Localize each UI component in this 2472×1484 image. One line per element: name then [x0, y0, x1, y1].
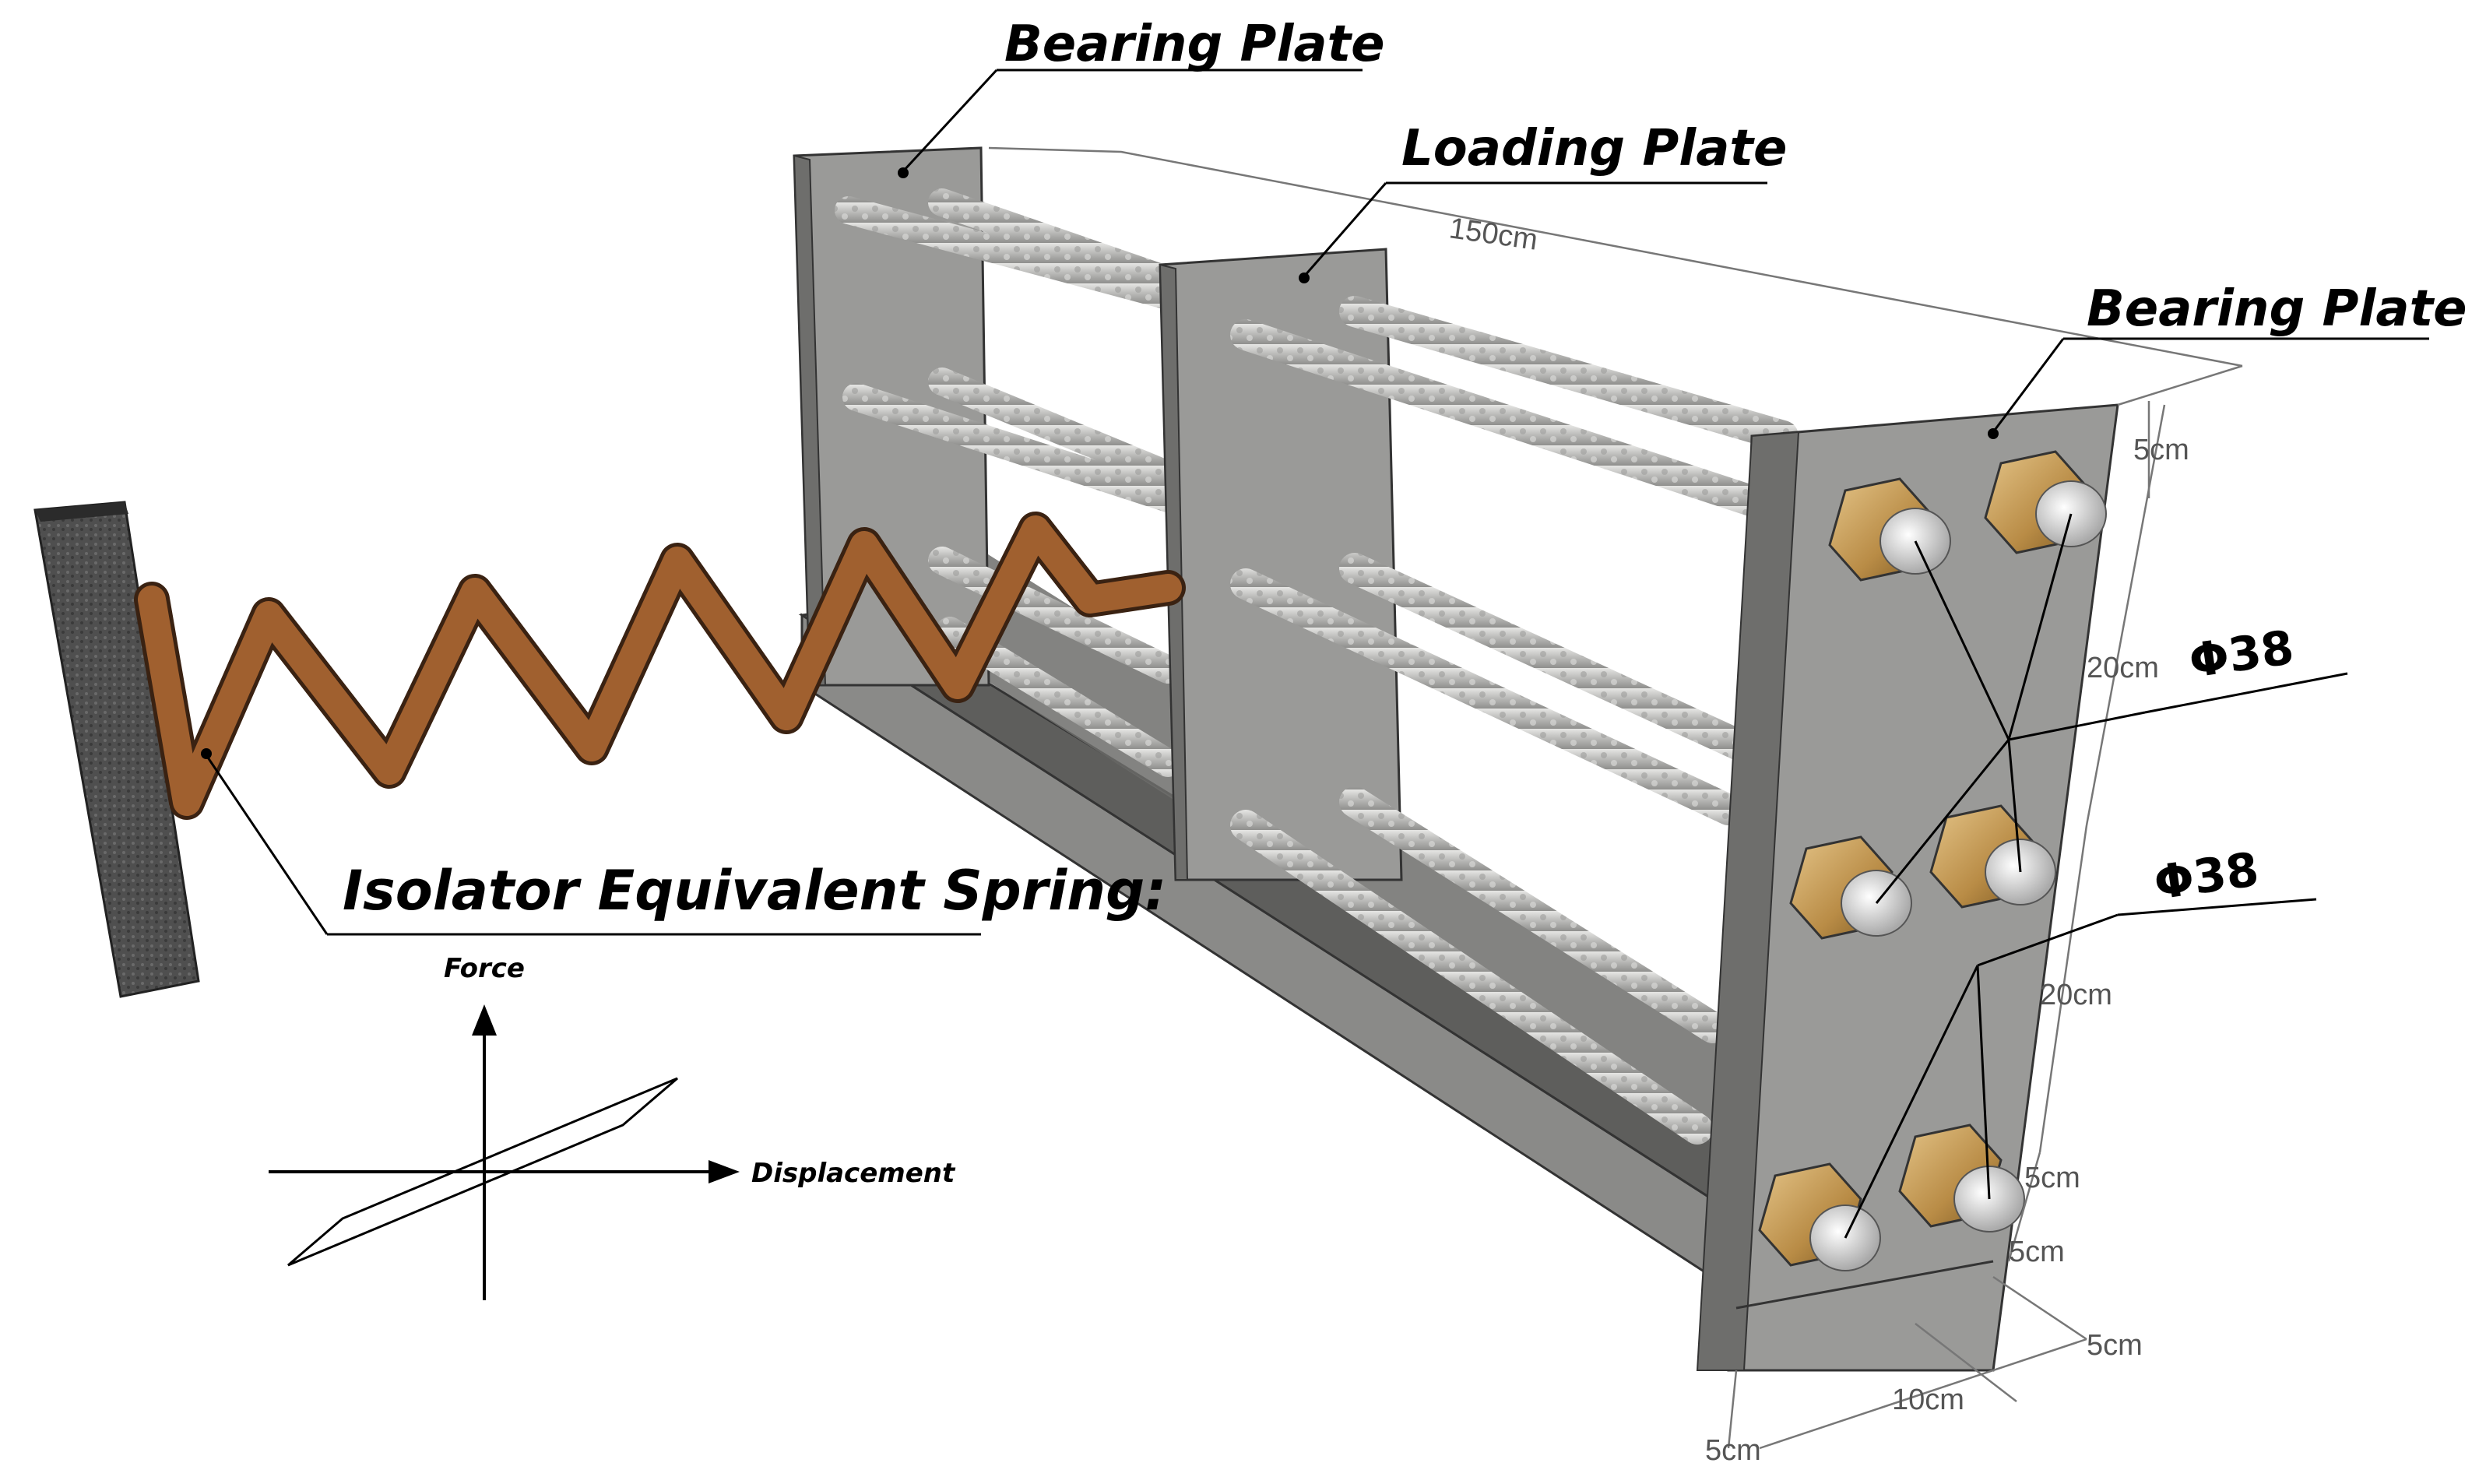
- hysteresis-graph: [269, 1004, 740, 1300]
- dim-top-edge: 5cm: [2133, 434, 2189, 466]
- label-loading-plate: Loading Plate: [1401, 120, 1787, 178]
- axis-label-displacement: Displacement: [751, 1158, 956, 1189]
- force-axis-arrow: [472, 1004, 497, 1036]
- dim-bottom-edge-b: 5cm: [2009, 1236, 2065, 1268]
- label-isolator-spring: Isolator Equivalent Spring:: [343, 859, 1166, 923]
- right-bearing-plate: [1696, 403, 2119, 1372]
- dim-spacing-upper: 20cm: [2087, 652, 2159, 684]
- reaction-wall: [33, 501, 200, 998]
- dim-spacing-lower: 20cm: [2040, 979, 2112, 1011]
- callout-leaders: [201, 69, 2429, 1239]
- dim-bottom-edge-a: 5cm: [2024, 1162, 2080, 1194]
- axis-label-force: Force: [444, 953, 525, 984]
- dimension-lines: [988, 146, 2243, 1450]
- displacement-axis-arrow: [709, 1160, 740, 1183]
- dim-depth-a: 5cm: [1705, 1434, 1761, 1467]
- dim-length: 150cm: [1447, 212, 1540, 256]
- loading-plate: [1159, 248, 1403, 881]
- bolt-nuts: [1758, 450, 2107, 1271]
- label-phi-lower: Φ38: [2150, 842, 2262, 911]
- label-phi-upper: Φ38: [2185, 621, 2297, 689]
- hysteresis-loop: [287, 1077, 678, 1267]
- label-bearing-plate-top: Bearing Plate: [1004, 16, 1385, 73]
- dim-depth-b: 5cm: [2087, 1329, 2143, 1362]
- front-rods: [1230, 296, 1799, 1145]
- dim-depth-mid: 10cm: [1892, 1384, 1964, 1416]
- label-bearing-plate-right: Bearing Plate: [2087, 280, 2467, 338]
- isolator-spring: [134, 512, 1186, 820]
